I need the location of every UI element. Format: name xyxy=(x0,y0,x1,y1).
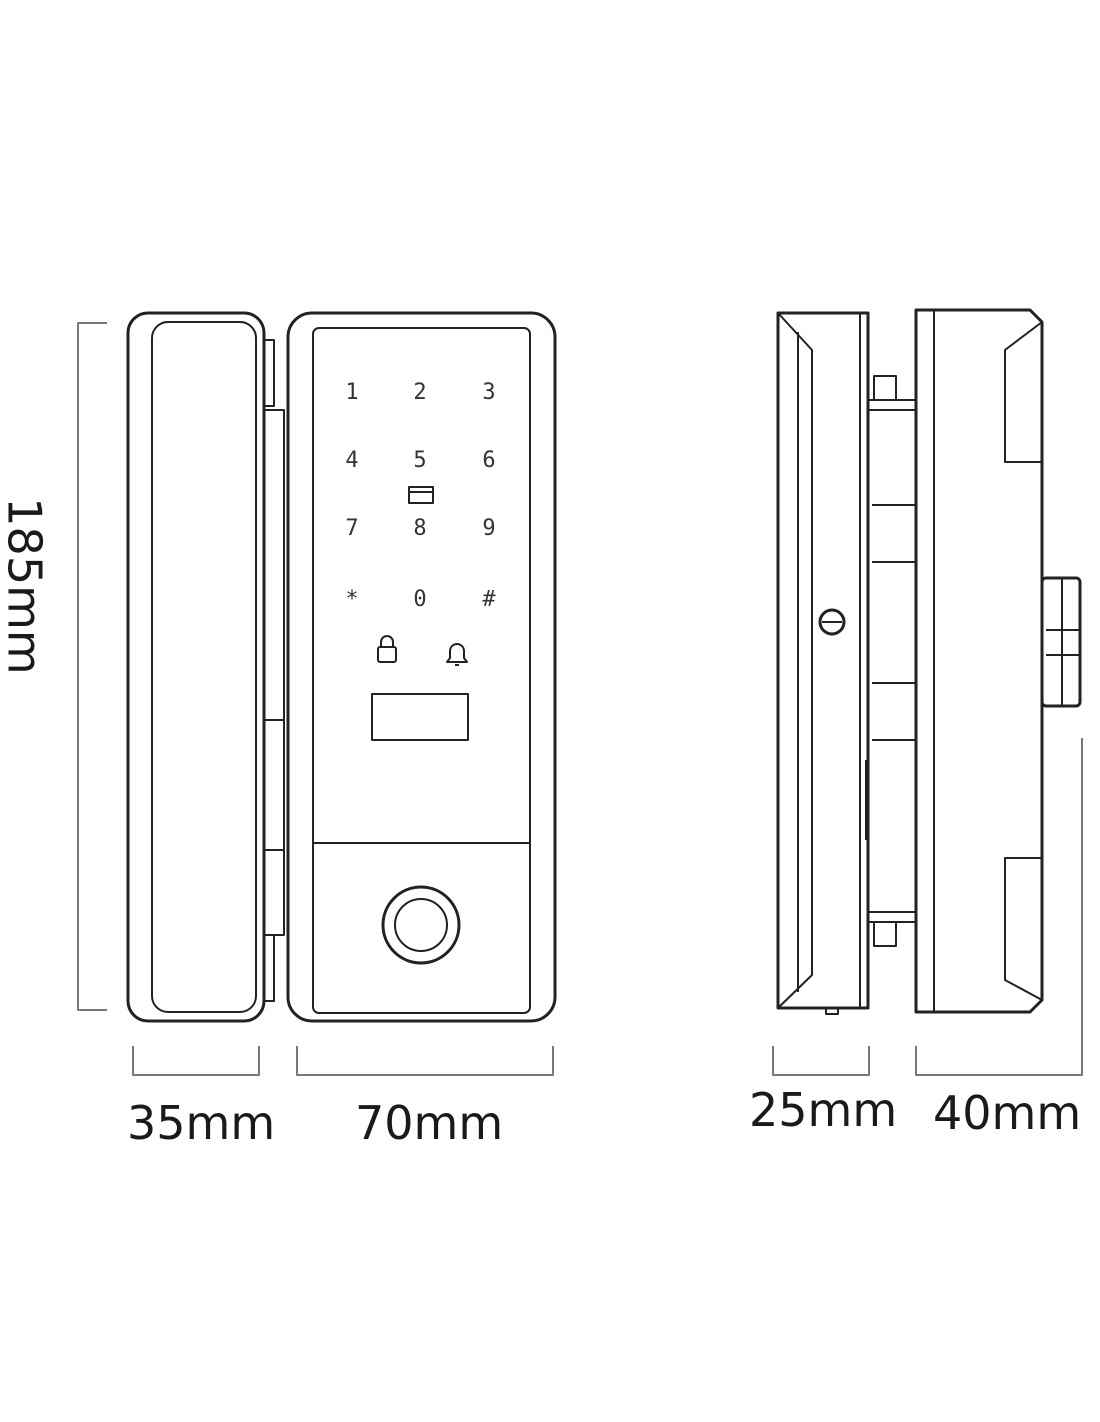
side-right-width-label: 40mm xyxy=(933,1086,1082,1140)
height-dimension-label: 185mm xyxy=(0,497,52,675)
fingerprint-sensor-icon xyxy=(381,885,461,965)
front-left-body xyxy=(126,311,285,1023)
dimension-lines xyxy=(77,322,1083,1076)
front-right-body xyxy=(286,311,557,1023)
key-4: 4 xyxy=(345,448,358,473)
side-left-body xyxy=(776,311,870,1015)
key-star: * xyxy=(345,587,358,612)
key-5: 5 xyxy=(413,448,426,473)
key-0: 0 xyxy=(413,587,426,612)
key-7: 7 xyxy=(345,516,358,541)
key-6: 6 xyxy=(482,448,495,473)
side-right-body xyxy=(914,308,1082,1014)
key-hash: # xyxy=(482,587,496,612)
card-icon xyxy=(408,486,434,504)
display-window xyxy=(371,693,469,741)
key-2: 2 xyxy=(413,380,426,405)
key-3: 3 xyxy=(482,380,495,405)
key-9: 9 xyxy=(482,516,495,541)
lock-icon xyxy=(377,635,397,663)
key-8: 8 xyxy=(413,516,426,541)
bell-icon xyxy=(446,643,468,666)
side-mounting-bracket xyxy=(868,375,916,947)
handle-knob xyxy=(1040,576,1082,708)
front-right-width-label: 70mm xyxy=(355,1096,504,1150)
side-left-width-label: 25mm xyxy=(749,1083,898,1137)
front-left-width-label: 35mm xyxy=(127,1096,276,1150)
key-1: 1 xyxy=(345,380,358,405)
screw-icon xyxy=(818,608,846,636)
keypad: 1 2 3 4 5 6 7 8 9 * 0 # xyxy=(345,380,496,612)
